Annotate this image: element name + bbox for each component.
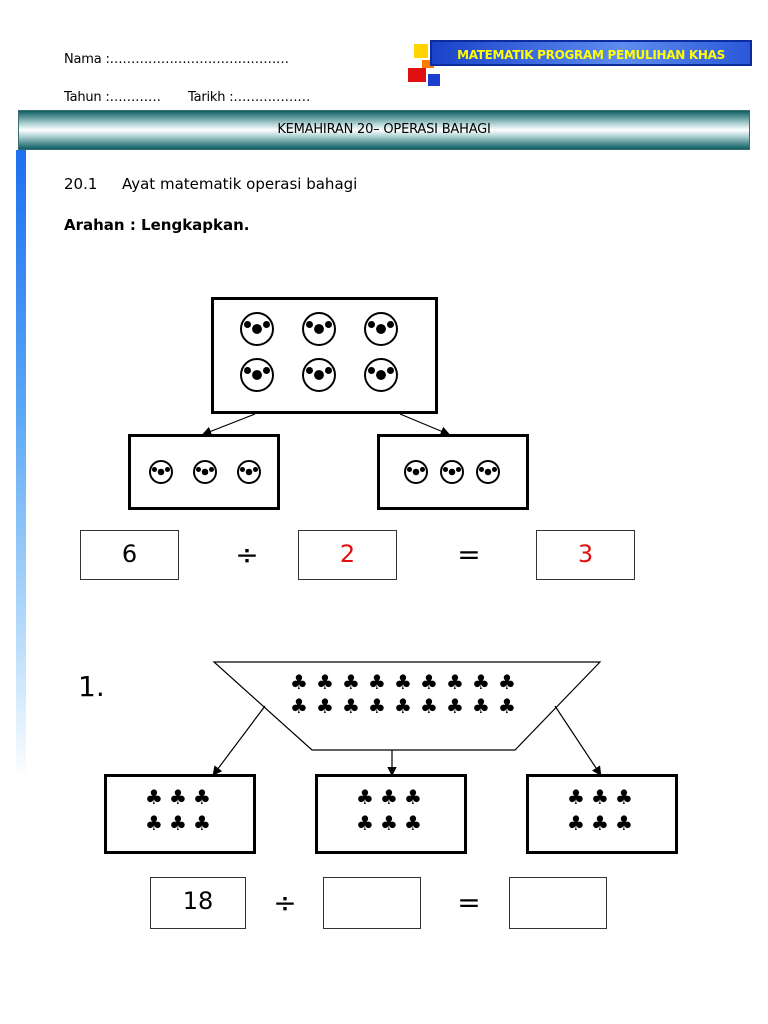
question-group-box-2: ♣♣♣♣♣♣ [315,774,467,854]
tree-icon: ♣ [472,694,490,718]
question-divide-sign: ÷ [273,886,297,919]
tree-icon: ♣ [145,785,163,809]
example-divide-sign: ÷ [235,538,259,571]
example-group-box-2 [377,434,529,510]
example-total-box [211,297,438,414]
tree-icon: ♣ [290,670,308,694]
soccer-ball-icon [237,460,261,484]
example-divisor-box: 2 [298,530,397,580]
tree-icon: ♣ [380,811,398,835]
soccer-ball-icon [404,460,428,484]
question-total-trapezoid [212,661,602,751]
question-dividend-box: 18 [150,877,246,929]
tree-icon: ♣ [380,785,398,809]
soccer-ball-icon [476,460,500,484]
example-dividend-box: 6 [80,530,179,580]
tree-icon: ♣ [193,811,211,835]
tree-icon: ♣ [394,670,412,694]
left-decor-bar [16,150,26,780]
nama-field: Nama :…………………………………… [64,52,289,67]
tree-icon: ♣ [591,785,609,809]
tree-icon: ♣ [193,785,211,809]
tree-icon: ♣ [446,694,464,718]
instruction: Arahan : Lengkapkan. [64,216,250,234]
question-number: 1. [78,670,105,703]
example-arrow-2 [399,413,451,436]
soccer-ball-icon [193,460,217,484]
tarikh-field: Tarikh :……………… [188,90,311,105]
tree-icon: ♣ [615,811,633,835]
tree-icon: ♣ [567,811,585,835]
question-total-area: ♣♣♣♣♣♣♣♣♣♣♣♣♣♣♣♣♣♣ [214,662,600,750]
tree-icon: ♣ [472,670,490,694]
tree-icon: ♣ [368,670,386,694]
soccer-ball-icon [364,312,398,346]
example-quotient-box: 3 [536,530,635,580]
question-divisor-box[interactable] [323,877,421,929]
program-banner: MATEMATIK PROGRAM PEMULIHAN KHAS [408,38,753,90]
question-arrow-1 [212,705,266,776]
tree-icon: ♣ [368,694,386,718]
soccer-ball-icon [240,358,274,392]
soccer-ball-icon [302,358,336,392]
soccer-ball-icon [364,358,398,392]
tree-icon: ♣ [145,811,163,835]
soccer-ball-icon [149,460,173,484]
tree-icon: ♣ [420,670,438,694]
tree-icon: ♣ [394,694,412,718]
red-square-icon [408,68,426,82]
skill-title-bar: KEMAHIRAN 20– OPERASI BAHAGI [18,110,750,150]
tree-icon: ♣ [591,811,609,835]
example-group-box-1 [128,434,280,510]
banner-title: MATEMATIK PROGRAM PEMULIHAN KHAS [430,40,752,66]
tree-icon: ♣ [169,785,187,809]
tree-icon: ♣ [404,811,422,835]
tree-icon: ♣ [342,694,360,718]
example-equals-sign: = [457,538,481,571]
tahun-field: Tahun :………… [64,90,161,105]
tree-icon: ♣ [356,785,374,809]
yellow-square-icon [414,44,428,58]
question-group-box-3: ♣♣♣♣♣♣ [526,774,678,854]
tree-icon: ♣ [404,785,422,809]
tree-icon: ♣ [446,670,464,694]
tree-icon: ♣ [290,694,308,718]
tree-icon: ♣ [356,811,374,835]
section-title: Ayat matematik operasi bahagi [122,175,358,193]
tree-icon: ♣ [498,694,516,718]
blue-square-icon [428,74,440,86]
tree-icon: ♣ [342,670,360,694]
tree-icon: ♣ [420,694,438,718]
tree-icon: ♣ [615,785,633,809]
tree-icon: ♣ [498,670,516,694]
tree-icon: ♣ [316,670,334,694]
question-group-box-1: ♣♣♣♣♣♣ [104,774,256,854]
tree-icon: ♣ [316,694,334,718]
question-equals-sign: = [457,886,481,919]
soccer-ball-icon [440,460,464,484]
question-arrow-3 [554,705,602,777]
soccer-ball-icon [240,312,274,346]
soccer-ball-icon [302,312,336,346]
orange-square-icon [422,60,434,68]
tree-icon: ♣ [169,811,187,835]
tree-icon: ♣ [567,785,585,809]
example-arrow-1 [201,413,256,436]
question-quotient-box[interactable] [509,877,607,929]
section-number: 20.1 [64,175,98,193]
